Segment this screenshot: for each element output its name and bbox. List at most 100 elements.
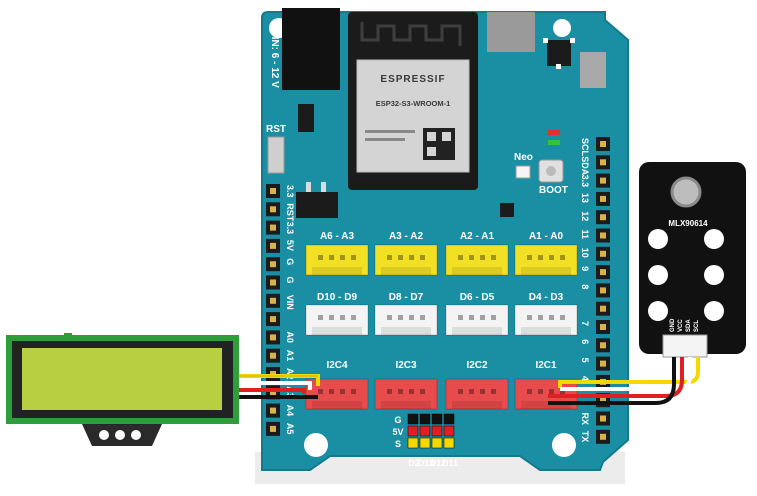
neo-pixel-led <box>515 165 531 179</box>
right-pin-label: 9 <box>580 266 590 271</box>
digital-connector[interactable] <box>514 304 578 336</box>
sensor-connector <box>662 334 708 358</box>
analog-connector[interactable] <box>445 244 509 276</box>
left-pin-label: G <box>285 258 295 265</box>
module-brand: ESPRESSIF <box>380 74 445 85</box>
right-pin-label: 13 <box>580 193 590 203</box>
digital-connector-label: D8 - D7 <box>389 292 424 303</box>
bottom-pin[interactable] <box>443 425 455 437</box>
digital-connector[interactable] <box>374 304 438 336</box>
voltage-regulator <box>296 192 338 218</box>
left-pin-label: A3 <box>285 386 295 398</box>
digital-connector[interactable] <box>305 304 369 336</box>
right-pin-label: 11 <box>580 230 590 240</box>
i2c-connector-label: I2C3 <box>395 360 417 371</box>
analog-connector[interactable] <box>514 244 578 276</box>
left-pin-label: A1 <box>285 350 295 362</box>
left-pin-label: RST <box>285 203 295 222</box>
i2c-connector-label: I2C1 <box>535 360 557 371</box>
mount-hole <box>304 433 328 457</box>
bottom-col-label: D2 <box>408 458 420 468</box>
led-green <box>548 140 560 145</box>
small-chip <box>298 104 314 132</box>
bottom-col-label: D13 <box>418 458 435 468</box>
analog-connector[interactable] <box>305 244 369 276</box>
sensor-pin-label: VCC <box>678 319 684 332</box>
right-pin-label: 3.3 <box>580 175 590 188</box>
bottom-pin[interactable] <box>419 425 431 437</box>
usb-port <box>487 12 535 52</box>
lcd-wire-bundle <box>239 374 320 399</box>
right-pin-label: SDA <box>580 156 590 176</box>
left-pin-label: A4 <box>285 405 295 417</box>
rst-button[interactable] <box>267 136 285 174</box>
bottom-pin[interactable] <box>431 437 443 449</box>
bottom-pin[interactable] <box>419 437 431 449</box>
lcd-module <box>6 333 239 446</box>
digital-connector-label: D6 - D5 <box>460 292 495 303</box>
i2c-connector-label: I2C4 <box>326 360 348 371</box>
right-pin-label: RX <box>580 413 590 426</box>
right-pin-label: 10 <box>580 248 590 258</box>
analog-connector-label: A3 - A2 <box>389 231 424 242</box>
sensor-lens-icon <box>670 176 702 208</box>
right-pin-label: 6 <box>580 339 590 344</box>
bottom-pin[interactable] <box>431 425 443 437</box>
analog-connector[interactable] <box>374 244 438 276</box>
sensor-name: MLX90614 <box>668 219 708 228</box>
right-pin-label: SCL <box>580 138 590 157</box>
i2c-connector-label: I2C2 <box>466 360 488 371</box>
left-pin-label: A0 <box>285 331 295 343</box>
left-pin-label: A2 <box>285 368 295 380</box>
bottom-row-label: S <box>395 439 401 449</box>
bottom-row-label: G <box>394 415 401 425</box>
antenna-trace <box>360 22 462 46</box>
bottom-pin[interactable] <box>431 413 443 425</box>
left-pin-label: VIN <box>285 295 295 310</box>
right-pin-label: 7 <box>580 321 590 326</box>
regulator-chip <box>547 40 571 66</box>
right-pin-label: 4 <box>580 376 590 381</box>
module-model: ESP32-S3-WROOM-1 <box>376 99 451 108</box>
lcd-screen <box>22 348 222 410</box>
left-pin-label: G <box>285 277 295 284</box>
mount-hole <box>553 19 571 37</box>
left-pin-label: 3.3 <box>285 185 295 198</box>
right-pin-label: 5 <box>580 358 590 363</box>
bottom-pin[interactable] <box>407 437 419 449</box>
top-connector <box>580 52 606 88</box>
bottom-pin[interactable] <box>443 413 455 425</box>
led-red <box>548 130 560 135</box>
bottom-pin[interactable] <box>407 425 419 437</box>
bottom-col-label: D12 <box>430 458 447 468</box>
right-pin-label: TX <box>580 431 590 443</box>
right-pin-label: 12 <box>580 211 590 221</box>
digital-connector-label: D10 - D9 <box>317 292 357 303</box>
sensor-wire-bundle <box>548 357 700 405</box>
left-pin-label: A5 <box>285 423 295 435</box>
left-pin-label: 3.3 <box>285 222 295 235</box>
i2c-connector[interactable] <box>374 378 438 410</box>
analog-connector-label: A6 - A3 <box>320 231 355 242</box>
sensor-pin-label: SDA <box>686 319 692 332</box>
mount-hole <box>552 433 576 457</box>
bottom-pin[interactable] <box>443 437 455 449</box>
digital-connector[interactable] <box>445 304 509 336</box>
bottom-col-label: D11 <box>442 458 458 468</box>
i2c-connector[interactable] <box>445 378 509 410</box>
sensor-pin-label: SCL <box>694 320 700 332</box>
power-jack <box>282 8 340 90</box>
rst-label: RST <box>266 124 286 135</box>
analog-connector-label: A1 - A0 <box>529 231 564 242</box>
sensor-pin-label: GND <box>670 318 676 332</box>
bottom-pin[interactable] <box>407 413 419 425</box>
left-pin-label: 5V <box>285 240 295 251</box>
digital-connector-label: D4 - D3 <box>529 292 564 303</box>
bottom-pin[interactable] <box>419 413 431 425</box>
bottom-row-label: 5V <box>392 427 403 437</box>
right-pin-label: 8 <box>580 284 590 289</box>
small-chip <box>500 203 514 217</box>
